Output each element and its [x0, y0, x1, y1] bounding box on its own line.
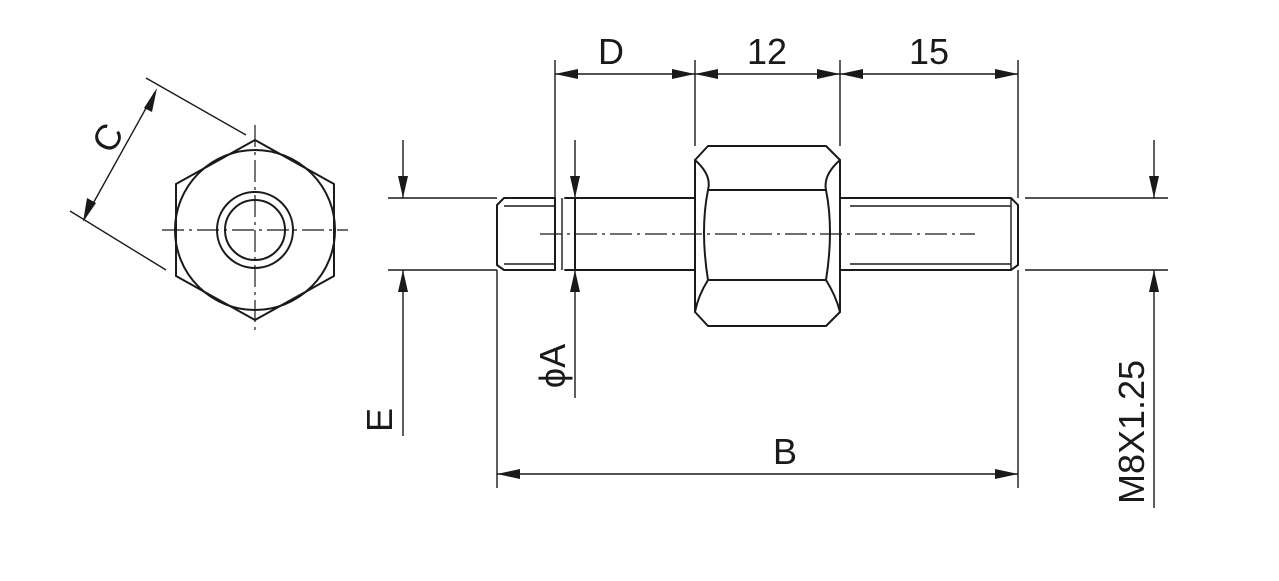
label-e: E [359, 408, 400, 432]
arrow-b-right [995, 469, 1018, 479]
nut-face-upper [694, 159, 841, 191]
label-12: 12 [747, 31, 787, 72]
label-15: 15 [909, 31, 949, 72]
nut-face-lower [694, 279, 841, 313]
c-dimension-line [84, 91, 156, 219]
arrow-phi-a-bottom [570, 270, 580, 292]
c-arrow-top [144, 88, 157, 112]
label-phi-a: ϕA [532, 344, 573, 388]
arrow-e-bottom [398, 270, 408, 292]
arrow-e-top [398, 176, 408, 198]
arrow-12-right [817, 69, 840, 79]
label-b: B [773, 431, 797, 472]
dimension-b: B [496, 270, 1019, 488]
c-extension-line-bottom [69, 210, 167, 271]
arrow-thread-top [1149, 176, 1159, 198]
top-dimensions: D 12 15 [554, 31, 1019, 198]
arrow-phi-a-top [570, 176, 580, 198]
nut-face-middle [703, 189, 831, 281]
arrow-thread-bottom [1149, 270, 1159, 292]
left-thread-outline [496, 197, 556, 271]
nut-outline [694, 145, 841, 327]
side-view [496, 145, 1019, 327]
label-thread-size: M8X1.25 [1111, 360, 1152, 504]
arrow-12-left [695, 69, 718, 79]
dimension-phi-a: ϕA [532, 140, 580, 398]
dimension-e: E [359, 140, 497, 436]
dimension-thread: M8X1.25 [1025, 140, 1168, 508]
right-thread-outline [839, 197, 1019, 271]
label-d: D [598, 31, 624, 72]
end-view: C [69, 77, 348, 335]
label-c: C [83, 116, 132, 159]
arrow-15-left [840, 69, 863, 79]
c-extension-line-top [145, 77, 247, 136]
arrow-15-right [995, 69, 1018, 79]
arrow-d-left [555, 69, 578, 79]
arrow-d-right [672, 69, 695, 79]
c-arrow-bottom [83, 198, 96, 222]
arrow-b-left [497, 469, 520, 479]
